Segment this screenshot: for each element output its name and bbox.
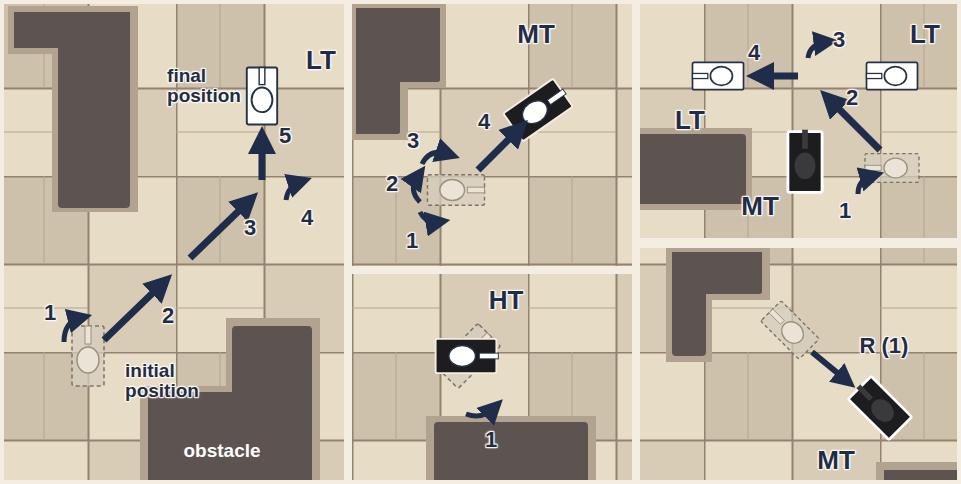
callout-number: 2: [846, 87, 858, 109]
position-label: final position: [167, 66, 241, 106]
tank-type-label: HT: [489, 287, 524, 313]
callout-number: 1: [406, 230, 418, 252]
callout-number: 5: [279, 125, 291, 147]
tank-type-label: LT: [306, 47, 336, 73]
tank-type-label: MT: [741, 193, 779, 219]
callout-number: 2: [162, 305, 174, 327]
callout-number: 4: [478, 111, 490, 133]
callout-number: 4: [748, 42, 760, 64]
callout-number: 3: [833, 29, 845, 51]
position-label: initial position: [125, 361, 199, 401]
callout-number: 1: [485, 429, 497, 451]
callout-number: 1: [839, 200, 851, 222]
tank-type-label: MT: [517, 21, 555, 47]
callout-number: 1: [44, 302, 56, 324]
tank-type-label: LT: [675, 107, 705, 133]
callout-number: 3: [244, 217, 256, 239]
callout-number: 2: [386, 173, 398, 195]
callout-number: 3: [407, 130, 419, 152]
obstacle-label: obstacle: [183, 441, 260, 460]
tank-type-label: MT: [817, 447, 855, 473]
movement-label: R (1): [860, 335, 909, 357]
callout-number: 4: [301, 207, 313, 229]
tank-type-label: LT: [910, 21, 940, 47]
